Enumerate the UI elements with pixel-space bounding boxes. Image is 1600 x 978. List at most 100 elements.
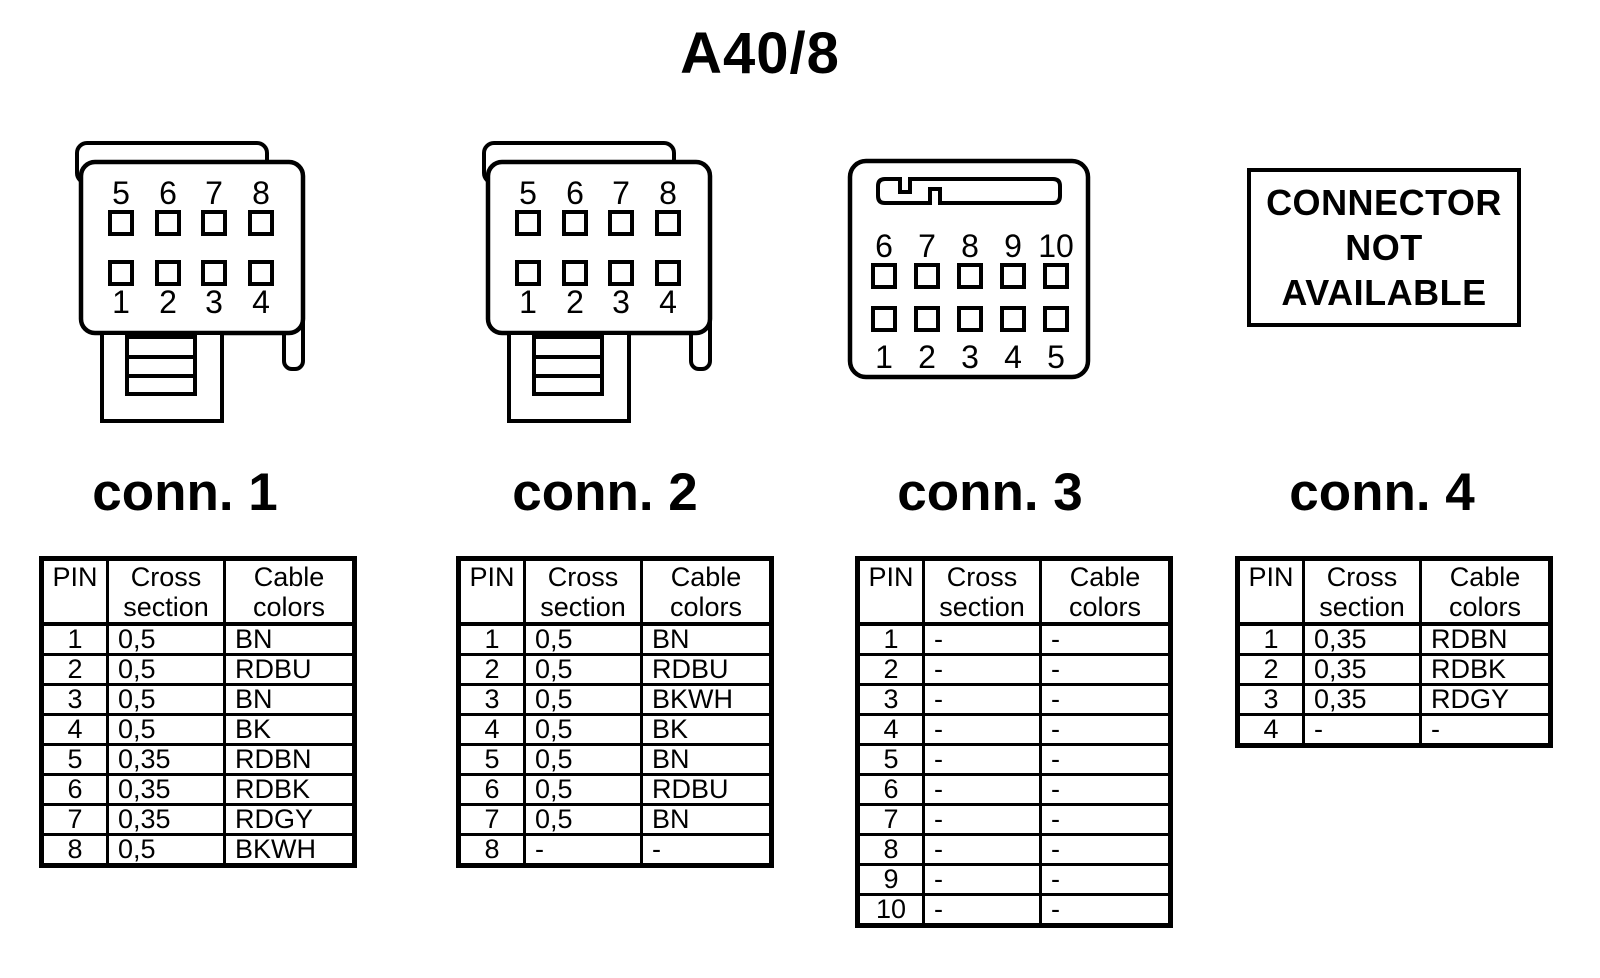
pin-square [562,210,588,236]
pin-cell: 7 [457,803,526,836]
cable-color-cell: RDBN [223,743,356,776]
cable-color-cell: RDBK [1419,653,1552,686]
pin-cell: 1 [457,622,526,656]
cable-color-cell: RDGY [1419,683,1552,716]
pin-square [914,263,940,289]
connector-not-available-box: CONNECTOR NOT AVAILABLE [1247,168,1521,327]
cable-color-cell: - [1039,833,1172,866]
pin-square [608,210,634,236]
pin-square [248,260,274,286]
cable-color-cell: BKWH [640,683,773,716]
pin-number: 8 [252,175,270,211]
cross-section-cell: 0,35 [106,803,226,836]
cable-color-cell: - [1039,863,1172,896]
pin-number: 4 [252,284,270,320]
pin-cell: 7 [856,803,925,836]
cross-section-cell: - [922,653,1042,686]
pin-square [515,210,541,236]
pin-number: 7 [612,175,630,211]
table-row: 4-- [856,713,1172,746]
pin-cell: 2 [1236,653,1305,686]
pin-cell: 4 [856,713,925,746]
pin-number: 3 [961,339,979,375]
table-row: 2-- [856,653,1172,686]
pin-cell: 8 [457,833,526,867]
pin-number: 5 [519,175,537,211]
pin-cell: 2 [856,653,925,686]
pin-number: 7 [918,228,936,264]
pin-square [914,306,940,332]
cable-color-cell: - [1039,683,1172,716]
pin-cell: 4 [1236,713,1305,747]
cable-color-cell: - [1039,653,1172,686]
pin-number: 10 [1038,228,1074,264]
cable-color-cell: RDBK [223,773,356,806]
cross-section-cell: - [922,622,1042,656]
pin-square [608,260,634,286]
cross-section-cell: 0,5 [523,713,643,746]
pin-number: 9 [1004,228,1022,264]
column-header: Cross section [106,557,226,626]
cross-section-cell: 0,5 [106,713,226,746]
pin-number: 6 [566,175,584,211]
connector-1-drawing: 5 6 7 8 1 2 3 4 [75,141,306,423]
pin-cell: 5 [457,743,526,776]
cable-color-cell: BN [223,683,356,716]
pin-number: 2 [566,284,584,320]
connector-2-latch-inner [532,335,604,396]
table-row: 8-- [457,833,773,867]
pin-number: 1 [112,284,130,320]
pin-cell: 8 [856,833,925,866]
cross-section-cell: 0,35 [1302,653,1422,686]
table-row: 1-- [856,622,1172,656]
pin-cell: 6 [40,773,109,806]
pin-square [871,263,897,289]
cross-section-cell: 0,5 [106,683,226,716]
table-row: 10-- [856,893,1172,927]
column-header: Cable colors [223,557,356,626]
pin-number: 1 [875,339,893,375]
connector-4-label: conn. 4 [1289,463,1475,522]
not-available-line: CONNECTOR [1266,182,1502,223]
cross-section-cell: - [922,863,1042,896]
pin-square [957,263,983,289]
cross-section-cell: 0,5 [523,743,643,776]
not-available-line: NOT [1345,227,1423,268]
pin-cell: 6 [457,773,526,806]
cable-color-cell: BK [640,713,773,746]
cable-color-cell: - [1039,713,1172,746]
cable-color-cell: RDGY [223,803,356,836]
column-header: PIN [1236,557,1305,626]
cross-section-cell: - [922,803,1042,836]
cable-color-cell: RDBN [1419,622,1552,656]
pin-cell: 8 [40,833,109,867]
pin-square [655,210,681,236]
pin-number: 4 [1004,339,1022,375]
column-header: PIN [40,557,109,626]
pin-cell: 7 [40,803,109,836]
cross-section-cell: - [922,893,1042,927]
pin-square [108,210,134,236]
cable-color-cell: - [1039,893,1172,927]
pin-cell: 5 [856,743,925,776]
cable-color-cell: - [1039,622,1172,656]
cross-section-cell: 0,5 [106,622,226,656]
cable-color-cell: RDBU [640,773,773,806]
cable-color-cell: - [1039,773,1172,806]
pin-number: 3 [205,284,223,320]
